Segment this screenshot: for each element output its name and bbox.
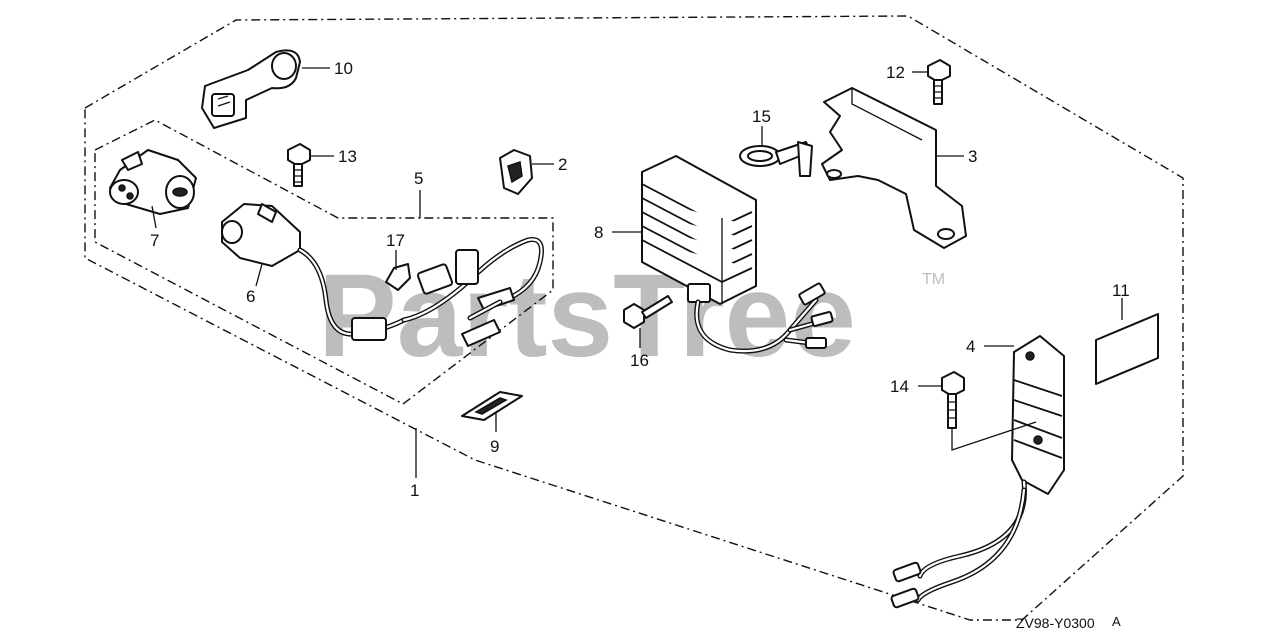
callout-17: 17: [386, 231, 405, 250]
callout-15: 15: [752, 107, 771, 126]
bolt-12-part[interactable]: [927, 59, 951, 105]
cable-clamp-part[interactable]: [739, 141, 813, 177]
callout-2: 2: [558, 155, 567, 174]
bolt-14-part[interactable]: [941, 371, 965, 429]
clip-part[interactable]: [499, 149, 533, 195]
callout-10: 10: [334, 59, 353, 78]
callout-14: 14: [890, 377, 909, 396]
diagram-code: ZV98-Y0300: [1016, 615, 1095, 631]
bolt-16-part[interactable]: [623, 295, 673, 329]
kit-outline-frame: [84, 15, 1184, 621]
callout-16: 16: [630, 351, 649, 370]
callout-1: 1: [410, 481, 419, 500]
callout-12: 12: [886, 63, 905, 82]
rubber-cover-part[interactable]: [201, 49, 301, 129]
callout-9: 9: [490, 437, 499, 456]
trademark-mark: TM: [922, 271, 945, 288]
callout-8: 8: [594, 223, 603, 242]
callout-3: 3: [968, 147, 977, 166]
subassembly-outline-frame: [94, 119, 554, 405]
callout-7: 7: [150, 231, 159, 250]
leader-lines: [151, 67, 1123, 478]
callout-4: 4: [966, 337, 975, 356]
decal-part[interactable]: [1095, 313, 1159, 385]
callout-11: 11: [1112, 281, 1130, 300]
fuse-part[interactable]: [385, 263, 411, 291]
callout-13: 13: [338, 147, 357, 166]
bolt-13-part[interactable]: [287, 143, 311, 187]
switch-harness-part[interactable]: [221, 203, 407, 337]
wiring-harness-part[interactable]: [351, 236, 544, 347]
label-plate-part[interactable]: [461, 391, 523, 421]
callout-5: 5: [414, 169, 423, 188]
regulator-rectifier-part[interactable]: [641, 155, 834, 354]
diagram-code-suffix: A: [1112, 614, 1121, 629]
bracket-part[interactable]: [821, 87, 967, 249]
charge-coil-part[interactable]: [890, 335, 1065, 609]
callout-6: 6: [246, 287, 255, 306]
receptacle-part[interactable]: [109, 149, 197, 215]
